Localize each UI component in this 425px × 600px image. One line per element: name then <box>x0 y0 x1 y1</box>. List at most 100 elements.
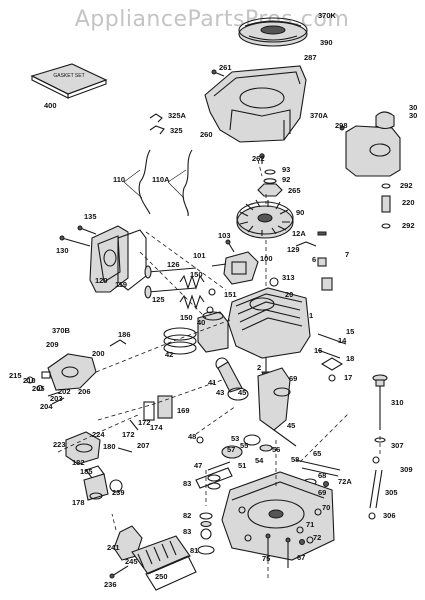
part-label-p126[interactable]: 126 <box>167 260 180 269</box>
part-label-p90[interactable]: 90 <box>296 208 304 217</box>
part-label-p305[interactable]: 305 <box>385 488 398 497</box>
part-label-p174[interactable]: 174 <box>150 423 163 432</box>
part-label-p103[interactable]: 103 <box>218 231 231 240</box>
part-label-p135[interactable]: 135 <box>84 212 97 221</box>
part-label-p57[interactable]: 57 <box>227 445 235 454</box>
flywheel-nut-265[interactable] <box>257 169 283 197</box>
part-label-p30a[interactable]: 30 <box>409 103 417 112</box>
part-label-p72A[interactable]: 72A <box>338 477 352 486</box>
part-label-p306[interactable]: 306 <box>383 511 396 520</box>
dipstick-310[interactable] <box>372 374 388 430</box>
seals-81-83[interactable] <box>197 474 221 555</box>
part-label-p241[interactable]: 241 <box>107 543 120 552</box>
part-label-p370A[interactable]: 370A <box>310 111 329 120</box>
part-label-p261[interactable]: 261 <box>219 63 232 72</box>
flywheel-90[interactable] <box>236 199 294 239</box>
piston-40[interactable] <box>197 311 229 353</box>
muffler-pipe-220[interactable] <box>381 183 391 229</box>
part-label-p209[interactable]: 209 <box>46 340 59 349</box>
part-label-p287[interactable]: 287 <box>304 53 317 62</box>
ignition-armature-100[interactable] <box>211 239 259 285</box>
valve-springs-150[interactable] <box>179 274 216 314</box>
part-label-p72[interactable]: 72 <box>313 533 321 542</box>
flywheel-key-12A[interactable] <box>317 231 327 236</box>
screw-130[interactable] <box>59 225 97 247</box>
part-label-p1[interactable]: 1 <box>309 311 313 320</box>
part-label-p150b[interactable]: 150 <box>180 313 193 322</box>
muffler-30[interactable] <box>339 111 401 177</box>
ignition-wire-110[interactable] <box>123 149 193 217</box>
part-label-p81[interactable]: 81 <box>190 546 198 555</box>
part-label-p6[interactable]: 6 <box>312 255 316 264</box>
part-label-p17[interactable]: 17 <box>344 373 352 382</box>
part-label-p47[interactable]: 47 <box>194 461 202 470</box>
part-label-p185[interactable]: 185 <box>80 467 93 476</box>
part-label-p245[interactable]: 245 <box>125 557 138 566</box>
part-label-p75[interactable]: 75 <box>262 554 270 563</box>
part-label-p202[interactable]: 202 <box>58 387 71 396</box>
part-label-p239[interactable]: 239 <box>112 488 125 497</box>
part-label-p309[interactable]: 309 <box>400 465 413 474</box>
part-label-p119[interactable]: 119 <box>115 280 127 289</box>
part-label-p14[interactable]: 14 <box>338 336 347 345</box>
part-label-p262[interactable]: 262 <box>252 154 265 163</box>
crankcase-sump-70[interactable] <box>221 471 335 561</box>
part-label-p325[interactable]: 325 <box>170 126 183 135</box>
part-label-p110A[interactable]: 110A <box>152 175 170 184</box>
part-label-p68[interactable]: 68 <box>318 471 326 480</box>
part-label-p92[interactable]: 92 <box>282 175 290 184</box>
part-label-p260[interactable]: 260 <box>200 130 213 139</box>
part-label-p215[interactable]: 215 <box>9 371 22 380</box>
part-label-p307[interactable]: 307 <box>391 441 404 450</box>
sump-bolts-67[interactable] <box>265 533 291 568</box>
part-label-p40[interactable]: 40 <box>197 318 205 327</box>
cylinder-block-1[interactable] <box>227 287 311 384</box>
rewind-starter-390[interactable] <box>238 17 308 47</box>
crankshaft[interactable] <box>257 367 297 447</box>
part-label-p15[interactable]: 15 <box>346 327 354 336</box>
part-label-p130[interactable]: 130 <box>56 246 69 255</box>
part-label-p207[interactable]: 207 <box>137 441 150 450</box>
part-label-p93[interactable]: 93 <box>282 165 290 174</box>
part-label-p71[interactable]: 71 <box>306 520 314 529</box>
part-label-p58[interactable]: 58 <box>291 455 299 464</box>
part-label-p54[interactable]: 54 <box>255 456 264 465</box>
part-label-p151[interactable]: 151 <box>224 290 237 299</box>
part-label-p45b[interactable]: 45 <box>287 421 295 430</box>
part-label-p298[interactable]: 298 <box>335 121 348 130</box>
screw-261[interactable] <box>211 69 225 77</box>
part-label-p42[interactable]: 42 <box>165 350 173 359</box>
blower-housing-260[interactable] <box>204 65 307 143</box>
part-label-p41[interactable]: 41 <box>208 378 216 387</box>
part-label-p51[interactable]: 51 <box>238 461 246 470</box>
fuel-bowl-185[interactable] <box>65 431 133 501</box>
part-label-p2[interactable]: 2 <box>257 363 261 372</box>
part-label-p129[interactable]: 129 <box>287 245 300 254</box>
piston-rings-42[interactable] <box>163 327 197 355</box>
part-label-p53[interactable]: 53 <box>231 434 239 443</box>
part-label-p82[interactable]: 82 <box>183 511 191 520</box>
screw-262[interactable] <box>259 153 265 164</box>
part-label-p292a[interactable]: 292 <box>400 181 413 190</box>
part-label-p7[interactable]: 7 <box>345 250 349 259</box>
part-label-p250[interactable]: 250 <box>155 572 168 581</box>
part-label-p120[interactable]: 120 <box>95 276 108 285</box>
part-label-p310[interactable]: 310 <box>391 398 404 407</box>
part-label-p55[interactable]: 55 <box>240 441 248 450</box>
part-label-p370B[interactable]: 370B <box>52 326 71 335</box>
part-label-p83b[interactable]: 83 <box>183 527 191 536</box>
part-label-p110[interactable]: 110 <box>113 175 125 184</box>
part-label-p83a[interactable]: 83 <box>183 479 191 488</box>
part-label-p265[interactable]: 265 <box>288 186 301 195</box>
part-label-p150a[interactable]: 150 <box>190 270 203 279</box>
carburetor-small-parts-205[interactable] <box>26 376 65 405</box>
valves-125-126[interactable] <box>144 265 197 299</box>
part-label-p206[interactable]: 206 <box>78 387 91 396</box>
part-label-p12A[interactable]: 12A <box>292 229 306 238</box>
air-filter-250[interactable] <box>109 525 197 591</box>
part-label-p220[interactable]: 220 <box>402 198 415 207</box>
part-label-p178[interactable]: 178 <box>72 498 85 507</box>
part-label-p325A[interactable]: 325A <box>168 111 187 120</box>
part-label-p236[interactable]: 236 <box>104 580 117 589</box>
part-label-p223[interactable]: 223 <box>53 440 66 449</box>
